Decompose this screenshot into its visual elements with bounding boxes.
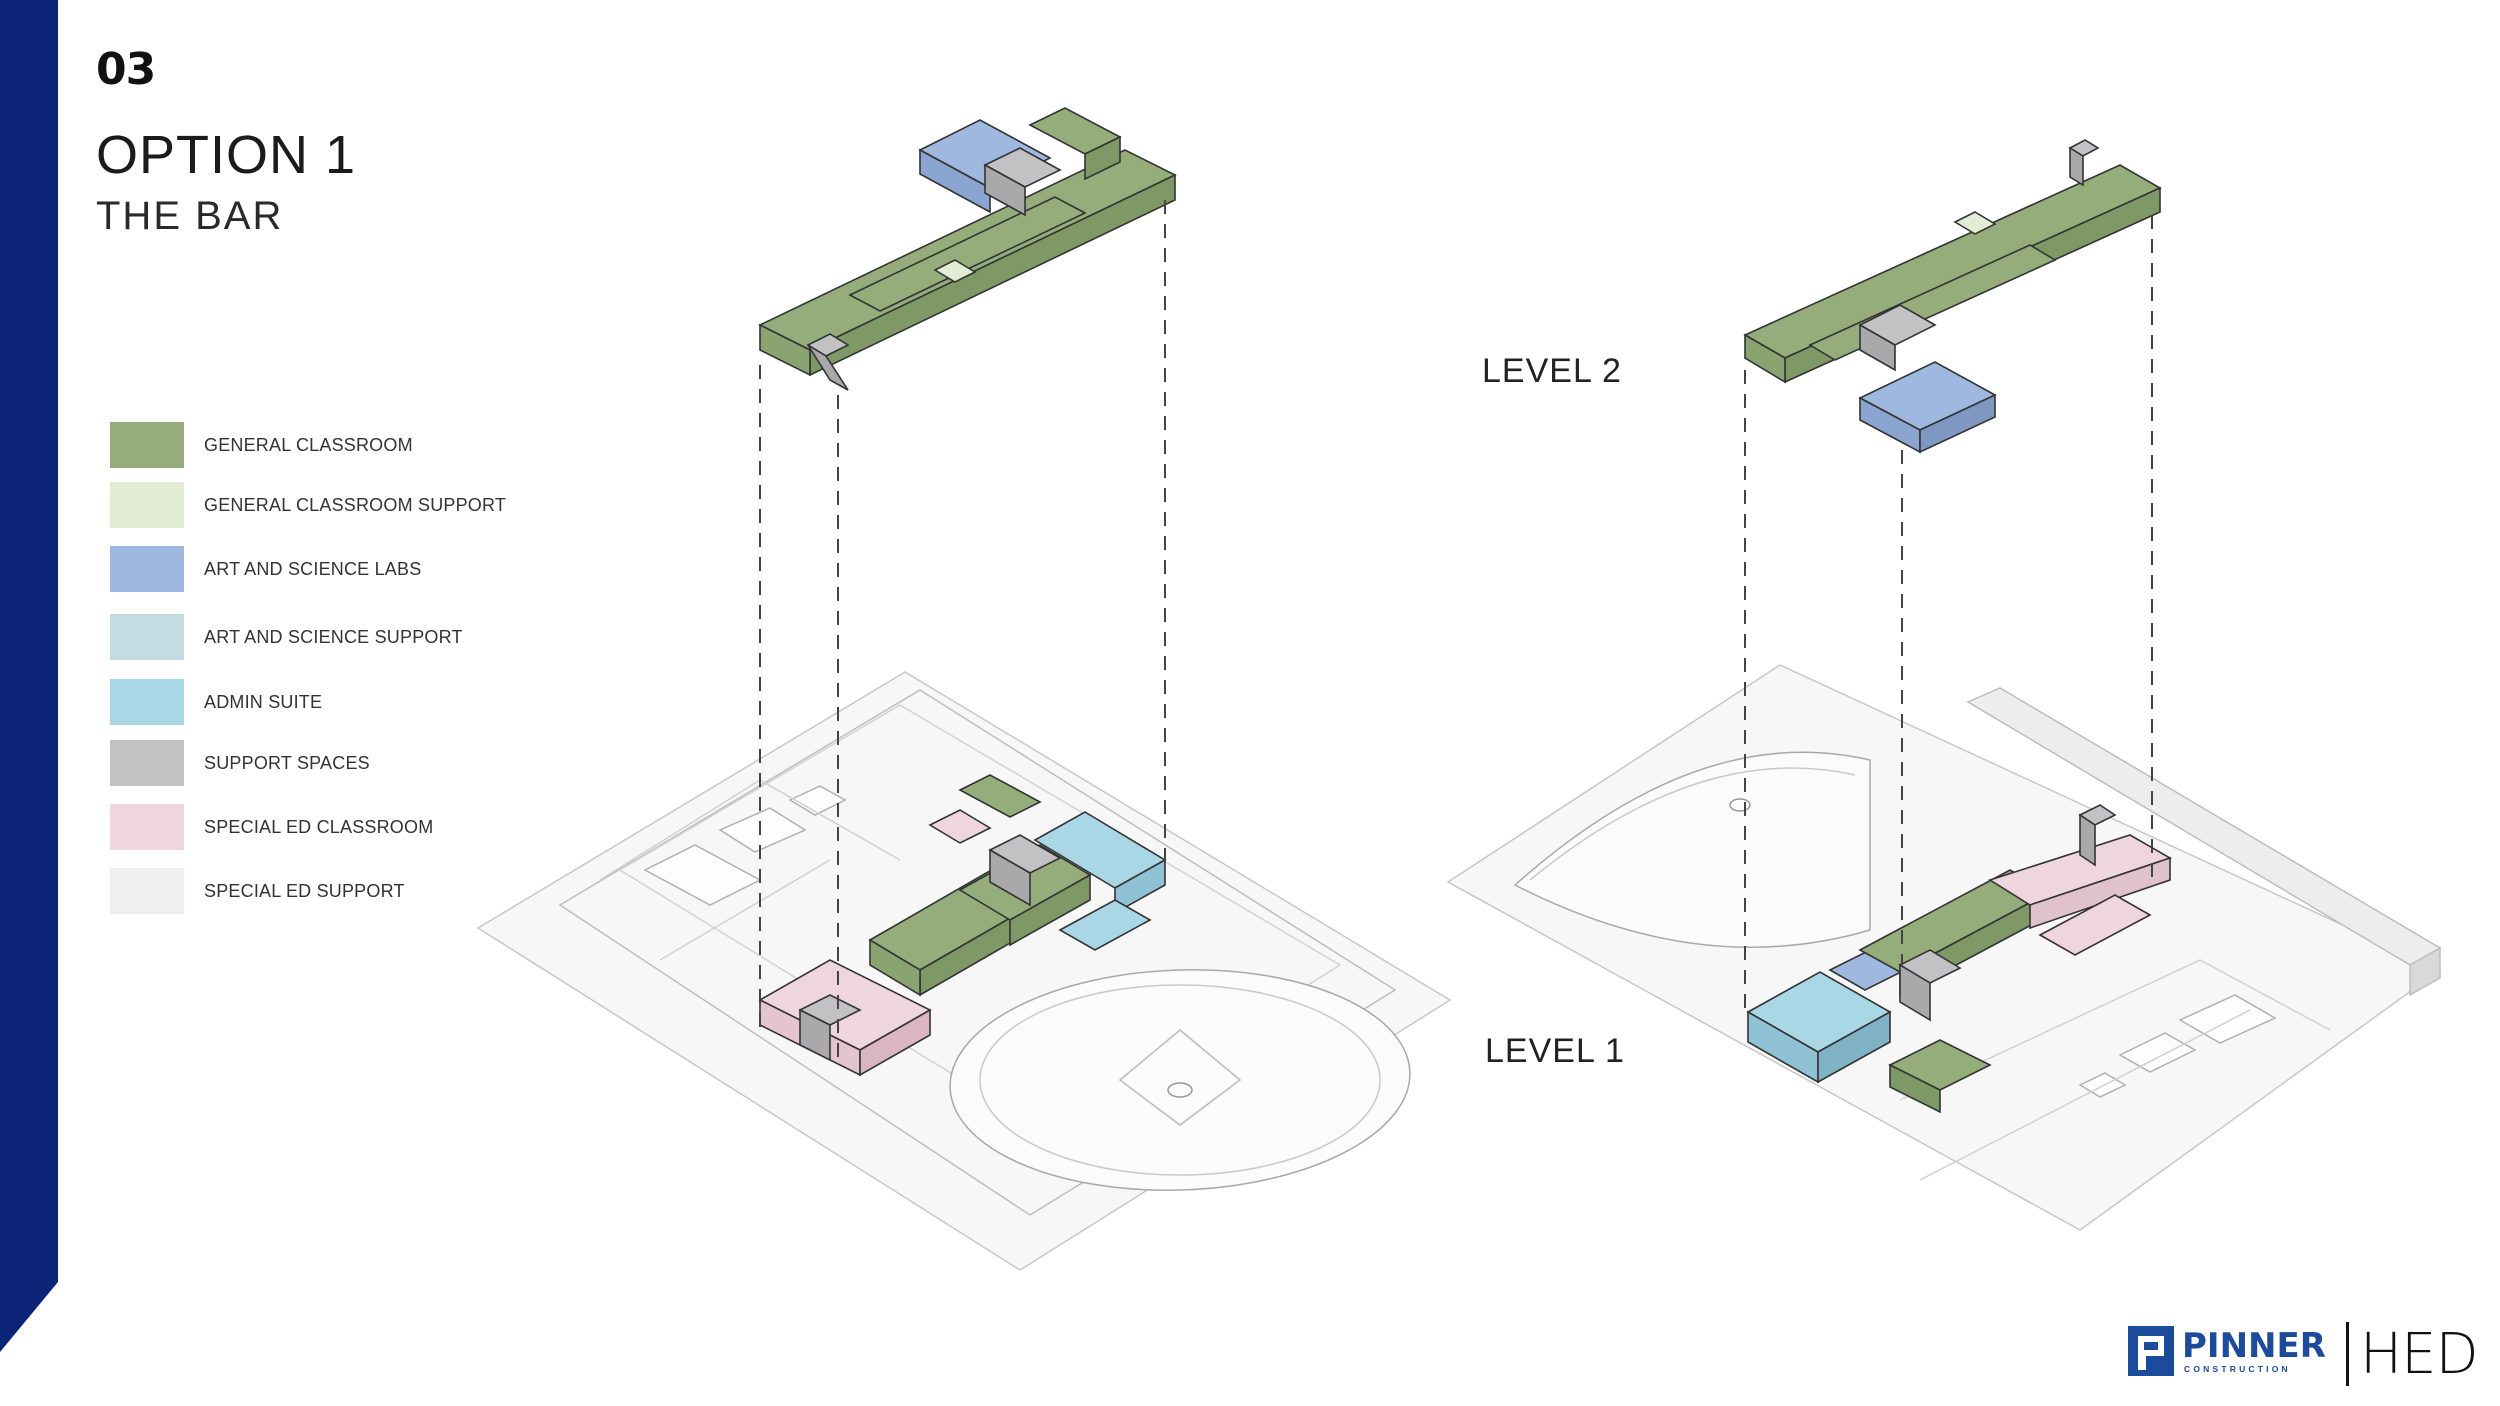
legend-item-art-science-labs: ART AND SCIENCE LABS [110,546,530,592]
legend-swatch [110,482,184,528]
pinner-logo-text: PINNER [2182,1326,2326,1366]
left-site-plan [476,671,1452,1271]
legend-item-special-ed-classroom: SPECIAL ED CLASSROOM [110,804,530,850]
right-level-1-massing [1746,804,2172,1114]
legend-item-art-science-support: ART AND SCIENCE SUPPORT [110,614,530,660]
legend-item-special-ed-support: SPECIAL ED SUPPORT [110,868,530,914]
logo-area: PINNER CONSTRUCTION HED [2128,1322,2488,1387]
legend-item-support-spaces: SUPPORT SPACES [110,740,530,786]
hed-logo-text: HED [2360,1322,2479,1387]
legend-label: ART AND SCIENCE SUPPORT [204,627,463,647]
legend-swatch [110,614,184,660]
legend-label: ADMIN SUITE [204,692,323,712]
option-title: OPTION 1 [96,125,357,185]
legend-swatch [110,679,184,725]
pinner-logo-icon [2128,1326,2174,1376]
level-1-label: LEVEL 1 [1485,1032,1625,1070]
pinner-logo-subtext: CONSTRUCTION [2184,1364,2291,1374]
legend-item-general-classroom: GENERAL CLASSROOM [110,422,530,468]
level-2-label: LEVEL 2 [1482,352,1622,390]
right-level-2-massing [1743,139,2162,454]
right-projection-lines [1744,215,2153,1015]
legend-swatch [110,546,184,592]
left-projection-lines [759,200,1166,1062]
logo-divider [2346,1322,2349,1386]
legend-item-general-classroom-support: GENERAL CLASSROOM SUPPORT [110,482,530,528]
legend-swatch [110,422,184,468]
legend-swatch [110,868,184,914]
legend-swatch [110,740,184,786]
option-subtitle: THE BAR [96,194,284,238]
legend-label: GENERAL CLASSROOM SUPPORT [204,495,507,515]
brand-side-bar [0,0,58,1352]
left-level-1-massing [758,774,1167,1077]
legend-label: SPECIAL ED SUPPORT [204,881,405,901]
legend-label: SPECIAL ED CLASSROOM [204,817,434,837]
legend-label: SUPPORT SPACES [204,753,370,773]
slide-number: 03 [96,44,156,95]
legend-item-admin-suite: ADMIN SUITE [110,679,530,725]
legend-label: GENERAL CLASSROOM [204,435,413,455]
left-level-2-massing [758,107,1177,391]
legend-swatch [110,804,184,850]
legend-label: ART AND SCIENCE LABS [204,559,422,579]
